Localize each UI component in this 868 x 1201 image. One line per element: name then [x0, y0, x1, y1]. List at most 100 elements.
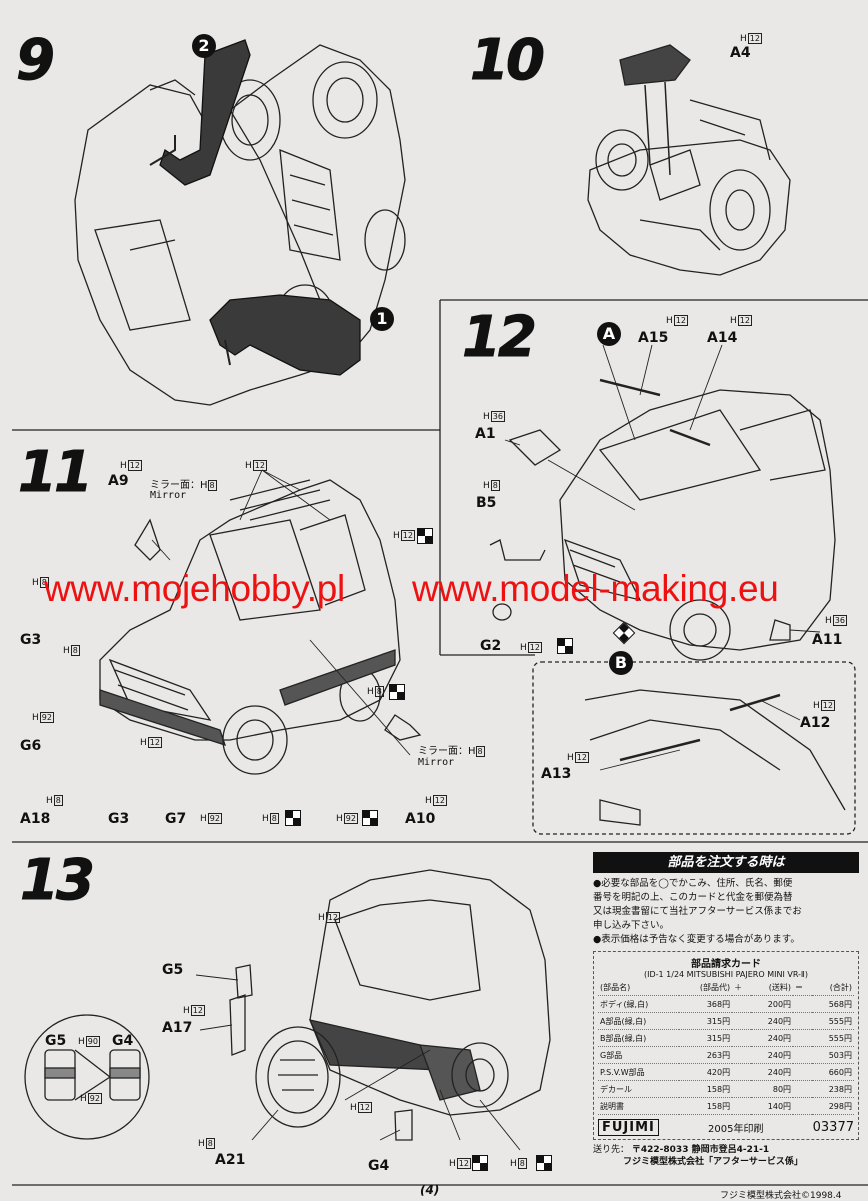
- part-a4: A4: [730, 45, 751, 61]
- part-g4: G4: [112, 1033, 134, 1049]
- part-g2: G2: [480, 638, 502, 654]
- part-a21: A21: [215, 1152, 246, 1168]
- note-line: 申し込み下さい。: [593, 920, 670, 931]
- parts-request-card: 部品請求カード (ID-1 1/24 MITSUBISHI PAJERO MIN…: [593, 951, 859, 1140]
- part-a11: A11: [812, 632, 843, 648]
- card-subtitle: (ID-1 1/24 MITSUBISHI PAJERO MINI VR-Ⅱ): [644, 970, 808, 979]
- decal-symbol: [417, 528, 433, 544]
- callout-2: 2: [192, 34, 216, 58]
- part-g7: G7: [165, 811, 187, 827]
- part-g4: G4: [368, 1158, 390, 1174]
- part-g6: G6: [20, 738, 42, 754]
- part-a18: A18: [20, 811, 51, 827]
- part-a1: A1: [475, 426, 496, 442]
- address-block: 送り先： 〒422-8033 静岡市登呂4-21-1 フジミ模型株式会社「アフタ…: [593, 1144, 859, 1168]
- watermark-right: www.model-making.eu: [412, 568, 779, 609]
- table-header: (部品名) (部品代) ＋ (送料) ＝ (合計): [598, 979, 854, 996]
- card-title: 部品請求カード: [691, 959, 761, 970]
- note-line: ●表示価格は予告なく変更する場合があります。: [593, 934, 800, 945]
- step-10-number: 10: [470, 28, 546, 94]
- step-11-number: 11: [18, 440, 94, 506]
- order-notes: ●必要な部品を◯でかこみ、住所、氏名、郵便 番号を明記の上、このカードと代金を郵…: [593, 877, 859, 947]
- address: 〒422-8033 静岡市登呂4-21-1: [631, 1145, 770, 1155]
- part-a17: A17: [162, 1020, 193, 1036]
- callout-1: 1: [370, 307, 394, 331]
- company-name: フジミ模型株式会社「アフターサービス係」: [623, 1157, 803, 1167]
- decal-symbol: [285, 810, 301, 826]
- callout-B: B: [609, 651, 633, 675]
- part-g3: G3: [108, 811, 130, 827]
- parts-order-box: 部品を注文する時は ●必要な部品を◯でかこみ、住所、氏名、郵便 番号を明記の上、…: [593, 852, 859, 1168]
- address-label: 送り先：: [593, 1145, 630, 1155]
- part-a9: A9: [108, 473, 129, 489]
- note-line: ●必要な部品を◯でかこみ、住所、氏名、郵便: [593, 878, 793, 889]
- mirror-label-en: Mirror: [150, 490, 187, 501]
- step-13-number: 13: [20, 848, 96, 914]
- decal-symbol: [362, 810, 378, 826]
- step-9-number: 9: [16, 28, 56, 94]
- product-code: 03377: [812, 1120, 854, 1135]
- part-g5: G5: [45, 1033, 67, 1049]
- card-footer: FUJIMI 2005年印刷 03377: [598, 1119, 854, 1136]
- part-g3: G3: [20, 632, 42, 648]
- note-line: 又は現金書留にて当社アフターサービス係までお: [593, 906, 802, 917]
- decal-symbol: [472, 1155, 488, 1171]
- part-a10: A10: [405, 811, 436, 827]
- decal-symbol: [557, 638, 573, 654]
- decal-symbol: [389, 684, 405, 700]
- part-a13: A13: [541, 766, 572, 782]
- print-year: 2005年印刷: [708, 1124, 764, 1135]
- note-line: 番号を明記の上、このカードと代金を郵便為替: [593, 892, 793, 903]
- mirror-label-en: Mirror: [418, 757, 455, 768]
- part-g5: G5: [162, 962, 184, 978]
- brand-logo: FUJIMI: [598, 1119, 659, 1136]
- watermark-left: www.mojehobby.pl: [44, 568, 345, 609]
- callout-A: A: [597, 322, 621, 346]
- step-12-number: 12: [462, 305, 538, 371]
- page-number: (4): [420, 1183, 440, 1197]
- part-a15: A15: [638, 330, 669, 346]
- part-b5: B5: [476, 495, 497, 511]
- part-a12: A12: [800, 715, 831, 731]
- copyright: フジミ模型株式会社©1998.4: [720, 1191, 842, 1201]
- decal-symbol: [536, 1155, 552, 1171]
